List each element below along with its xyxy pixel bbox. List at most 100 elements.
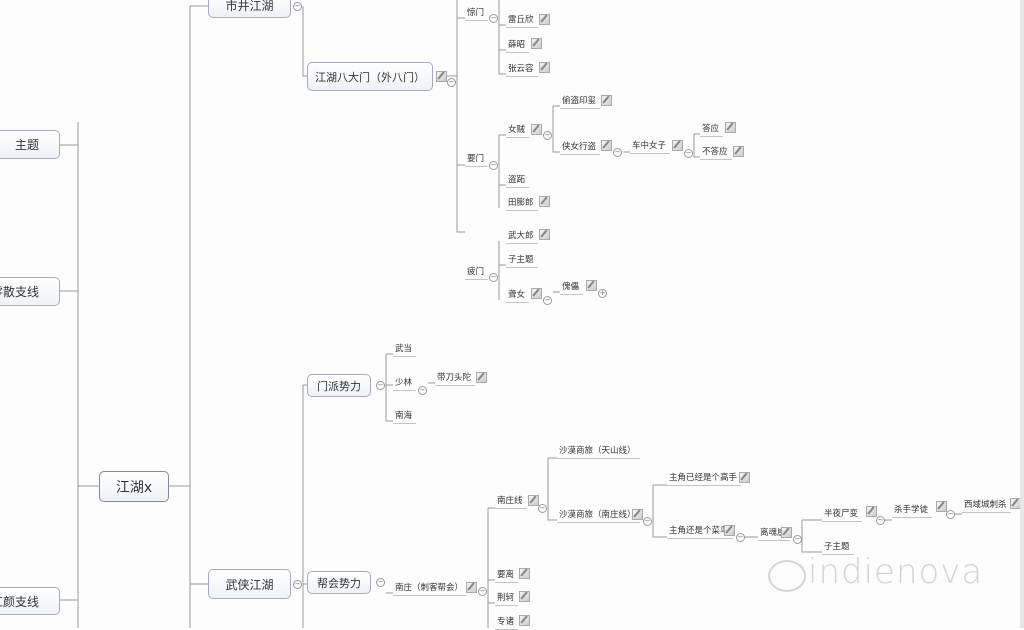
node-shamo[interactable]: 沙漠商旅（南庄线）: [557, 508, 640, 523]
collapse-icon[interactable]: −: [376, 381, 385, 390]
node-nanzhuangxian[interactable]: 南庄线: [495, 494, 527, 509]
node-zhuti[interactable]: 主题: [0, 130, 60, 159]
node-tianpenglang[interactable]: 田膨郎: [506, 196, 538, 211]
node-cainiao[interactable]: 主角还是个菜鸟: [667, 524, 733, 539]
node-menpai[interactable]: 门派势力: [307, 374, 371, 397]
node-xuetu[interactable]: 杀手学徒: [892, 503, 933, 518]
node-banghui[interactable]: 帮会势力: [307, 571, 371, 594]
note-icon[interactable]: [539, 62, 550, 73]
collapse-icon[interactable]: −: [489, 14, 498, 23]
node-kuilei[interactable]: 傀儡: [560, 280, 584, 295]
note-icon[interactable]: [724, 525, 735, 536]
node-label: 主题: [14, 138, 39, 152]
note-icon[interactable]: [936, 501, 947, 512]
node-yaomen[interactable]: 要门: [465, 152, 489, 167]
node-lingsan[interactable]: 零散支线: [0, 277, 60, 306]
node-jingke[interactable]: 荆轲: [495, 591, 519, 606]
note-icon[interactable]: [672, 140, 683, 151]
node-xiyu[interactable]: 西域城刺杀: [962, 498, 1011, 513]
note-icon[interactable]: [531, 288, 542, 299]
collapse-icon[interactable]: −: [538, 504, 547, 513]
collapse-icon[interactable]: −: [793, 535, 802, 544]
node-xuezhao[interactable]: 薛昭: [506, 38, 530, 53]
watermark-text: indienova: [808, 552, 984, 592]
note-icon[interactable]: [531, 124, 542, 135]
note-icon[interactable]: [531, 38, 542, 49]
node-tianshan[interactable]: 沙漠商旅（天山线）: [557, 444, 640, 459]
node-wudalang[interactable]: 武大郎: [506, 229, 538, 244]
note-icon[interactable]: [586, 280, 597, 291]
collapse-icon[interactable]: −: [643, 517, 652, 526]
note-icon[interactable]: [476, 372, 487, 383]
collapse-icon[interactable]: −: [447, 78, 456, 87]
node-gaoshou[interactable]: 主角已经是个高手: [667, 471, 742, 486]
node-label: 武侠江湖: [225, 577, 274, 592]
node-longnv[interactable]: 聋女: [506, 288, 530, 303]
note-icon[interactable]: [519, 568, 530, 579]
note-icon[interactable]: [733, 146, 744, 157]
node-daidao[interactable]: 带刀头陀: [435, 371, 476, 386]
node-bianshi[interactable]: 半夜尸变: [822, 507, 863, 522]
collapse-icon[interactable]: −: [478, 587, 487, 596]
note-icon[interactable]: [539, 229, 550, 240]
node-zizhuti[interactable]: 子主题: [506, 253, 538, 268]
root-node[interactable]: 江湖x: [99, 471, 169, 502]
note-icon[interactable]: [466, 582, 477, 593]
collapse-icon[interactable]: −: [376, 578, 385, 587]
node-nanhai[interactable]: 南海: [393, 409, 417, 424]
note-icon[interactable]: [725, 122, 736, 133]
collapse-icon[interactable]: −: [293, 2, 302, 11]
node-zhangyunrong[interactable]: 张云容: [506, 62, 538, 77]
node-leiqiuxin[interactable]: 雷丘欣: [506, 13, 538, 28]
node-budaying[interactable]: 不答应: [700, 145, 732, 160]
note-icon[interactable]: [519, 615, 530, 626]
collapse-icon[interactable]: −: [946, 510, 955, 519]
expand-icon[interactable]: +: [598, 289, 607, 298]
node-pimen[interactable]: 疲门: [465, 265, 489, 280]
node-chezhong[interactable]: 车中女子: [630, 139, 671, 154]
note-icon[interactable]: [601, 140, 612, 151]
node-bamen[interactable]: 江湖八大门（外八门）: [307, 62, 433, 91]
node-label: 红颜支线: [0, 594, 39, 609]
node-nanzhuang[interactable]: 南庄（刺客帮会）: [393, 581, 468, 596]
collapse-icon[interactable]: −: [613, 148, 622, 157]
node-nvzei[interactable]: 女贼: [506, 123, 530, 138]
note-icon[interactable]: [781, 527, 792, 538]
note-icon[interactable]: [539, 14, 550, 25]
scrollbar[interactable]: [1020, 0, 1024, 628]
node-daying[interactable]: 答应: [700, 122, 724, 137]
node-zizhuti2[interactable]: 子主题: [822, 540, 854, 555]
collapse-icon[interactable]: −: [684, 149, 693, 158]
note-icon[interactable]: [866, 506, 877, 517]
node-label: 市井江湖: [225, 0, 274, 13]
collapse-icon[interactable]: −: [489, 161, 498, 170]
node-label: 江湖八大门（外八门）: [315, 70, 425, 84]
node-xianv[interactable]: 侠女行盗: [560, 140, 601, 155]
node-toudao[interactable]: 偷盗印玺: [560, 94, 601, 109]
node-label: 门派势力: [317, 379, 361, 393]
note-icon[interactable]: [528, 495, 539, 506]
note-icon[interactable]: [739, 472, 750, 483]
collapse-icon[interactable]: −: [489, 273, 498, 282]
collapse-icon[interactable]: −: [293, 580, 302, 589]
collapse-icon[interactable]: −: [736, 533, 745, 542]
node-lihunya[interactable]: 离魂崖: [758, 526, 790, 541]
node-daozhi[interactable]: 盗跖: [506, 173, 530, 188]
note-icon[interactable]: [436, 71, 447, 82]
collapse-icon[interactable]: −: [876, 516, 885, 525]
note-icon[interactable]: [519, 591, 530, 602]
collapse-icon[interactable]: −: [543, 131, 552, 140]
collapse-icon[interactable]: −: [418, 386, 427, 395]
node-shijing[interactable]: 市井江湖: [208, 0, 291, 18]
node-shaolin[interactable]: 少林: [393, 376, 417, 391]
node-wuxia[interactable]: 武侠江湖: [208, 569, 291, 599]
node-jingmen[interactable]: 惊门: [465, 6, 489, 21]
note-icon[interactable]: [601, 95, 612, 106]
node-yaoli[interactable]: 要离: [495, 568, 519, 583]
node-wudang[interactable]: 武当: [393, 342, 417, 357]
collapse-icon[interactable]: −: [543, 296, 552, 305]
note-icon[interactable]: [539, 196, 550, 207]
node-hongyan[interactable]: 红颜支线: [0, 587, 60, 615]
note-icon[interactable]: [632, 509, 643, 520]
